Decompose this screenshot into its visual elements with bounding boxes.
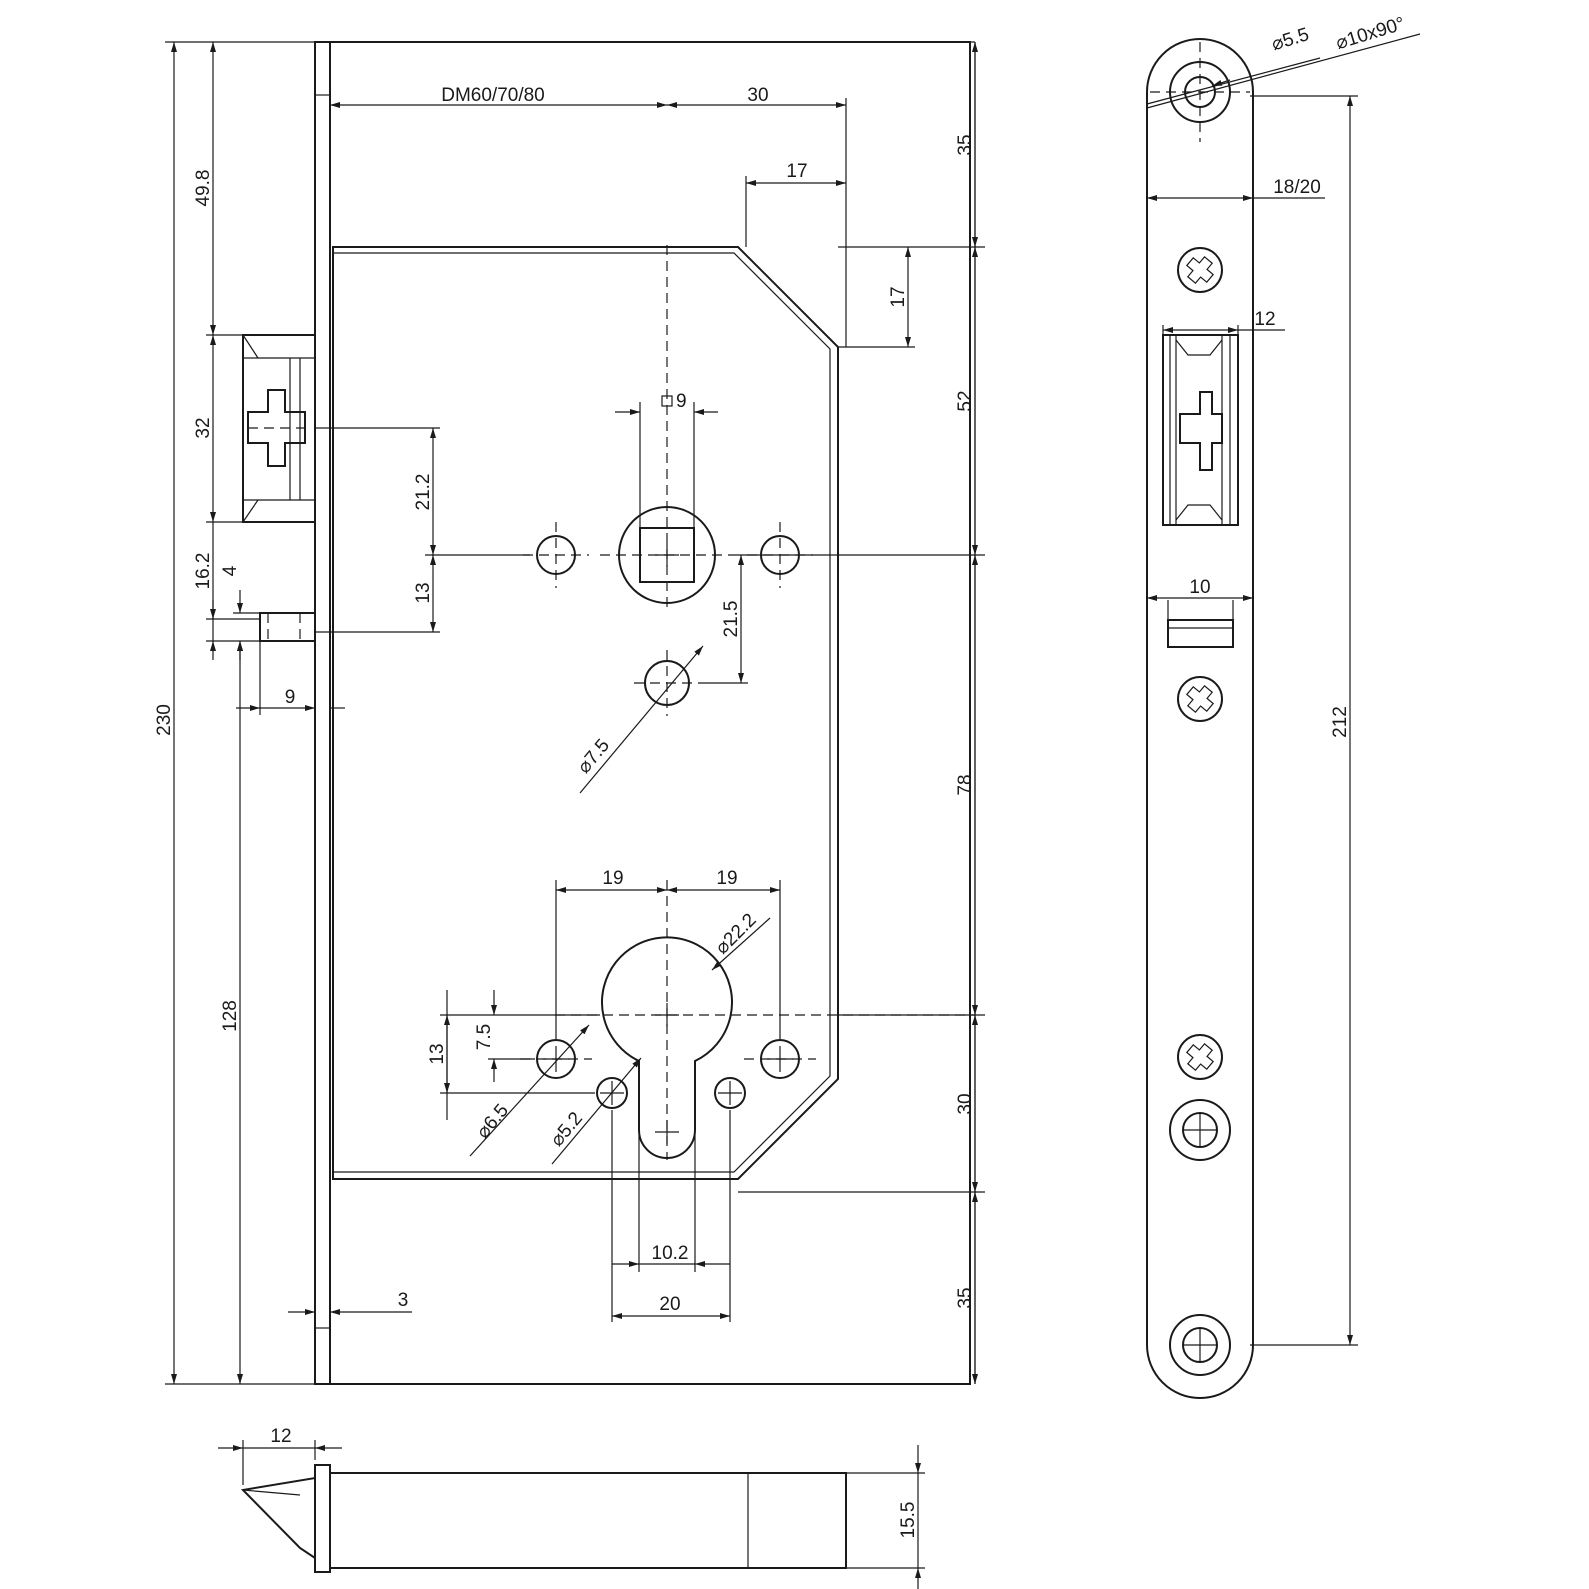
dim-backset: DM60/70/80 [441, 85, 545, 106]
dim-cyl-13: 13 [427, 1043, 448, 1064]
dim-right-35-bottom: 35 [955, 1287, 976, 1308]
screw-head-icon [1177, 1034, 1223, 1080]
dim-face-10: 10 [1189, 577, 1210, 598]
dim-spindle-21-5: 21.5 [721, 601, 742, 638]
dim-left-3: 3 [398, 1290, 409, 1311]
dim-spindle-13: 13 [413, 582, 434, 603]
dim-top-17: 17 [786, 161, 807, 182]
forend-plate [314, 41, 331, 1385]
dim-right-52: 52 [955, 390, 976, 411]
front-view [242, 41, 975, 1385]
inner-pocket-outline [332, 246, 839, 1180]
svg-text:⌀6.5: ⌀6.5 [473, 1100, 513, 1143]
svg-text:⌀7.5: ⌀7.5 [574, 735, 614, 778]
dim-face-12: 12 [1254, 309, 1275, 330]
cylinder-fixing-holes [520, 1039, 816, 1109]
lock-case-outline [329, 41, 971, 1385]
deadbolt-face [1167, 619, 1234, 648]
front-view-dimensions: DM60/70/80 30 17 35 52 78 30 35 17 23 [154, 41, 985, 1385]
latch-face [1162, 334, 1239, 526]
dim-right-35-top: 35 [955, 134, 976, 155]
dim-right-17: 17 [888, 286, 909, 307]
dim-left-128: 128 [220, 1000, 241, 1032]
square-icon [661, 395, 673, 407]
svg-text:⌀22.2: ⌀22.2 [712, 910, 761, 959]
latch-bolt [242, 334, 316, 523]
euro-cylinder-cutout [555, 880, 975, 1160]
dim-face-18-20: 18/20 [1273, 177, 1321, 198]
crosshair-icon [1169, 1099, 1231, 1161]
dim-cyl-10-2: 10.2 [652, 1243, 689, 1264]
dim-bottom-12: 12 [270, 1426, 291, 1447]
faceplate-outline [1146, 38, 1254, 1399]
faceplate-view: ⌀5.5 ⌀10x90° 18/20 12 [1146, 13, 1421, 1399]
dim-spindle-21-2: 21.2 [413, 474, 434, 511]
svg-text:⌀5.5: ⌀5.5 [1269, 24, 1311, 55]
dim-cyl-19-right: 19 [716, 868, 737, 889]
crosshair-icon [1169, 1314, 1358, 1376]
dim-cyl-20: 20 [659, 1294, 680, 1315]
dim-left-32: 32 [193, 417, 214, 438]
dim-right-30: 30 [955, 1093, 976, 1114]
dim-bottom-15-5: 15.5 [898, 1502, 919, 1539]
spindle-hub [600, 245, 735, 610]
dim-face-212: 212 [1330, 706, 1351, 738]
dim-face-dia-5-5: 5.5 [1280, 24, 1311, 52]
dim-left-49-8: 49.8 [193, 170, 214, 207]
dim-spindle-9: 9 [676, 391, 687, 412]
screw-head-icon [1177, 247, 1223, 293]
dim-left-9: 9 [285, 687, 296, 708]
bottom-view: 12 15.5 [218, 1426, 925, 1589]
dim-left-230: 230 [154, 704, 175, 736]
screw-head-icon [1177, 676, 1223, 722]
dim-left-16-2: 16.2 [193, 553, 214, 590]
hole-7-5 [634, 650, 700, 716]
dim-face-dia-10x90: 10x90° [1344, 13, 1407, 50]
dim-cyl-19-left: 19 [602, 868, 623, 889]
dim-top-30: 30 [747, 85, 768, 106]
dim-cyl-7-5: 7.5 [474, 1024, 495, 1050]
dim-left-4: 4 [220, 565, 241, 576]
deadbolt-stub [259, 612, 316, 642]
dim-right-78: 78 [955, 774, 976, 795]
